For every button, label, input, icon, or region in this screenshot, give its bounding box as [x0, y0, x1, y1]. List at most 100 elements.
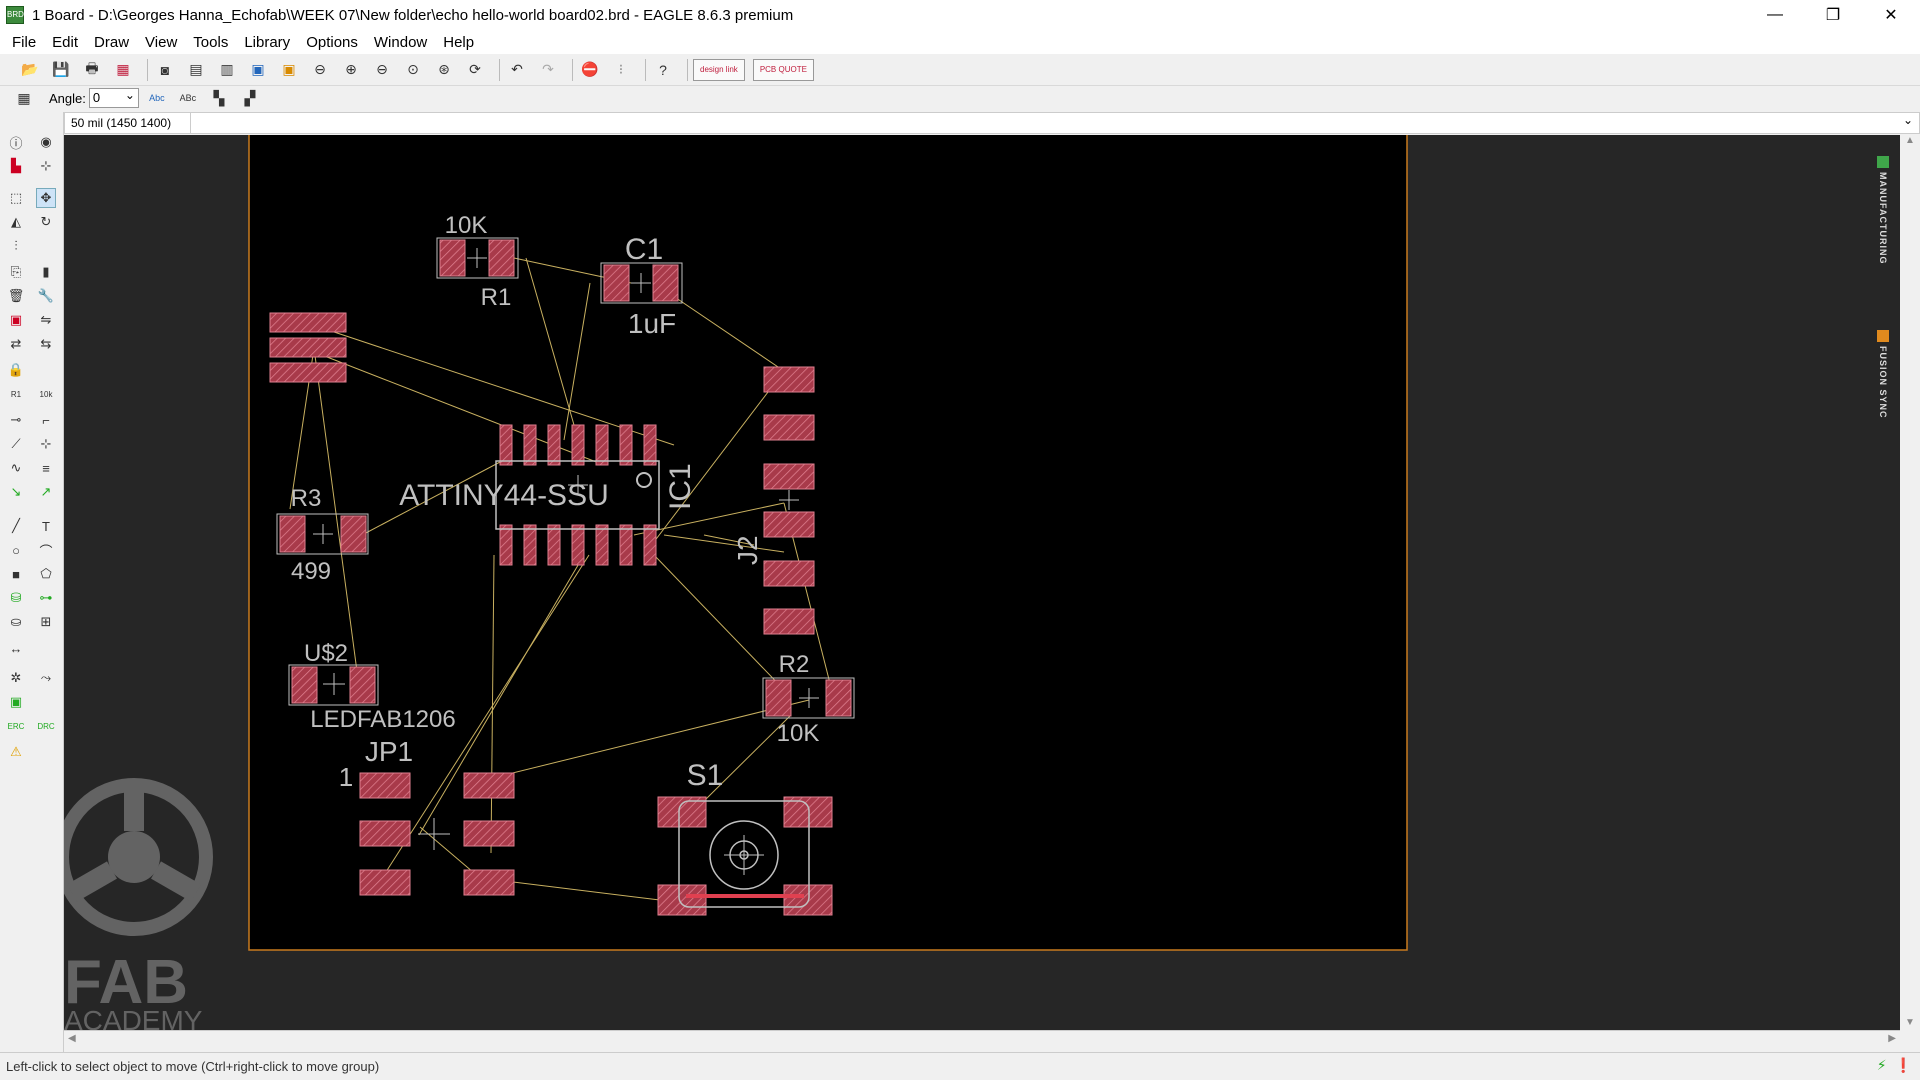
diff-pair-icon[interactable]: ≡: [42, 460, 50, 476]
menu-file[interactable]: File: [12, 33, 37, 51]
rect-icon[interactable]: ■: [12, 566, 20, 582]
drc-icon[interactable]: DRC: [37, 721, 55, 731]
zoom-out-icon[interactable]: ⊖: [376, 61, 388, 77]
autorouter-icon[interactable]: ⤳: [40, 670, 52, 685]
warning-icon[interactable]: ⚠: [10, 744, 22, 759]
part-c1[interactable]: C1 1uF: [600, 233, 683, 339]
zoom-fit-icon[interactable]: ⊖: [314, 61, 326, 77]
undo-icon[interactable]: ↶: [511, 61, 523, 77]
menu-library[interactable]: Library: [244, 33, 291, 51]
mirror-text-icon[interactable]: Abc: [149, 93, 165, 103]
go-icon[interactable]: ⁝: [618, 61, 624, 77]
pcb-quote-button[interactable]: PCB QUOTE: [752, 58, 814, 81]
rotate-icon[interactable]: ↻: [40, 214, 52, 229]
dimension-icon[interactable]: ↔: [9, 640, 23, 656]
menu-help[interactable]: Help: [443, 33, 475, 51]
open-icon[interactable]: 📂: [21, 61, 39, 77]
part-jp1[interactable]: JP1 1: [339, 736, 515, 896]
part-r3[interactable]: R3 499: [276, 485, 369, 585]
signal-icon[interactable]: ⊶: [39, 590, 53, 605]
grid-icon[interactable]: ▦: [17, 89, 31, 106]
split-icon[interactable]: ⟋: [11, 436, 21, 451]
scroll-right-icon[interactable]: ▶: [1888, 1033, 1896, 1044]
angle-select[interactable]: 0: [88, 86, 139, 108]
board-drawing[interactable]: FAB ACADEMY: [64, 135, 1900, 1030]
design-link-button[interactable]: design link: [693, 58, 745, 81]
ripup-icon[interactable]: ↗: [40, 484, 52, 499]
print-icon[interactable]: 🖶: [85, 59, 99, 76]
fusion-sync-tab[interactable]: FUSION SYNC: [1870, 330, 1896, 419]
restore-button[interactable]: ❐: [1825, 7, 1841, 24]
select-icon[interactable]: ⬚: [9, 190, 23, 205]
lightning-icon[interactable]: ⚡: [1876, 1057, 1887, 1073]
ulp-icon[interactable]: ▣: [282, 61, 296, 77]
header-pads-left[interactable]: [269, 312, 347, 383]
camera-icon[interactable]: ◙: [160, 61, 170, 78]
smash-icon[interactable]: ⊸: [10, 412, 22, 427]
redraw-icon[interactable]: ⟳: [469, 61, 481, 77]
part-ic1[interactable]: ATTINY44-SSU IC1: [399, 424, 697, 566]
zoom-select-icon[interactable]: ⊙: [407, 61, 419, 77]
layout-alt-icon[interactable]: ▞: [244, 89, 256, 106]
board-canvas[interactable]: FAB ACADEMY: [64, 135, 1900, 1030]
part-r2[interactable]: R2 10K: [762, 651, 855, 747]
part-s1[interactable]: S1: [657, 759, 833, 916]
part-r1[interactable]: 10K R1: [436, 212, 519, 311]
info-icon[interactable]: ⓘ: [9, 135, 23, 151]
scroll-left-icon[interactable]: ◀: [68, 1033, 76, 1044]
redo-icon[interactable]: ↷: [542, 61, 554, 77]
copy-icon[interactable]: ⎘: [10, 264, 22, 279]
stop-icon[interactable]: ⛔: [581, 61, 599, 77]
paste-icon[interactable]: ▮: [42, 264, 50, 279]
command-input[interactable]: [191, 113, 1919, 133]
spin-text-icon[interactable]: ABc: [179, 93, 197, 103]
layer-icon[interactable]: ▙: [11, 158, 21, 173]
polygon-icon[interactable]: ⬠: [40, 566, 52, 581]
move-icon[interactable]: ✥: [36, 188, 56, 208]
route-icon[interactable]: ↘: [10, 484, 22, 499]
menu-edit[interactable]: Edit: [52, 33, 79, 51]
cam-icon[interactable]: ▦: [116, 61, 130, 77]
lock-icon[interactable]: 🔒: [7, 362, 25, 377]
chip-icon[interactable]: ▤: [189, 61, 203, 77]
text-icon[interactable]: T: [42, 518, 50, 534]
gate-swap-icon[interactable]: ⇆: [40, 336, 52, 351]
optimize-icon[interactable]: ⊹: [40, 436, 52, 451]
circle-icon[interactable]: ○: [12, 542, 20, 558]
zoom-in-icon[interactable]: ⊕: [345, 61, 357, 77]
help-icon[interactable]: ?: [659, 61, 667, 78]
replace-icon[interactable]: ⇋: [40, 312, 52, 327]
meander-icon[interactable]: ∿: [10, 460, 22, 475]
save-icon[interactable]: 💾: [52, 61, 70, 77]
name-icon[interactable]: R1: [10, 389, 22, 399]
add-part-icon[interactable]: ▣: [9, 312, 23, 327]
scroll-up-icon[interactable]: ▲: [1905, 135, 1915, 146]
menu-options[interactable]: Options: [306, 33, 358, 51]
eye-icon[interactable]: ◉: [40, 134, 52, 149]
menu-view[interactable]: View: [145, 33, 178, 51]
line-icon[interactable]: ╱: [12, 518, 20, 533]
vertical-scrollbar[interactable]: ▲ ▼: [1900, 135, 1920, 1030]
hole-icon[interactable]: ⛀: [10, 614, 22, 629]
via-icon[interactable]: ⛁: [10, 590, 22, 605]
ratsnest-icon[interactable]: ✲: [10, 670, 22, 685]
menu-window[interactable]: Window: [373, 33, 428, 51]
chevron-down-icon[interactable]: ⌄: [1902, 113, 1913, 127]
erc-icon[interactable]: ERC: [7, 721, 25, 731]
part-j2[interactable]: J2: [732, 366, 815, 635]
schematic-icon[interactable]: ▣: [251, 61, 265, 77]
swap-icon[interactable]: ⇄: [10, 336, 22, 351]
delete-icon[interactable]: 🗑: [7, 288, 25, 303]
scroll-down-icon[interactable]: ▼: [1905, 1017, 1915, 1028]
layout-icon[interactable]: ▚: [213, 89, 225, 106]
menu-draw[interactable]: Draw: [94, 33, 130, 51]
library-icon[interactable]: ▥: [220, 61, 234, 77]
horizontal-scrollbar[interactable]: ◀ ▶: [64, 1030, 1900, 1050]
miter-icon[interactable]: ⌐: [42, 412, 50, 428]
wrench-icon[interactable]: 🔧: [37, 288, 55, 303]
zoom-area-icon[interactable]: ⊛: [438, 61, 450, 77]
manufacturing-tab[interactable]: MANUFACTURING: [1870, 156, 1896, 265]
align-icon[interactable]: ⫶: [14, 238, 18, 253]
board-icon[interactable]: ▣: [9, 694, 23, 709]
close-button[interactable]: ✕: [1884, 7, 1898, 24]
